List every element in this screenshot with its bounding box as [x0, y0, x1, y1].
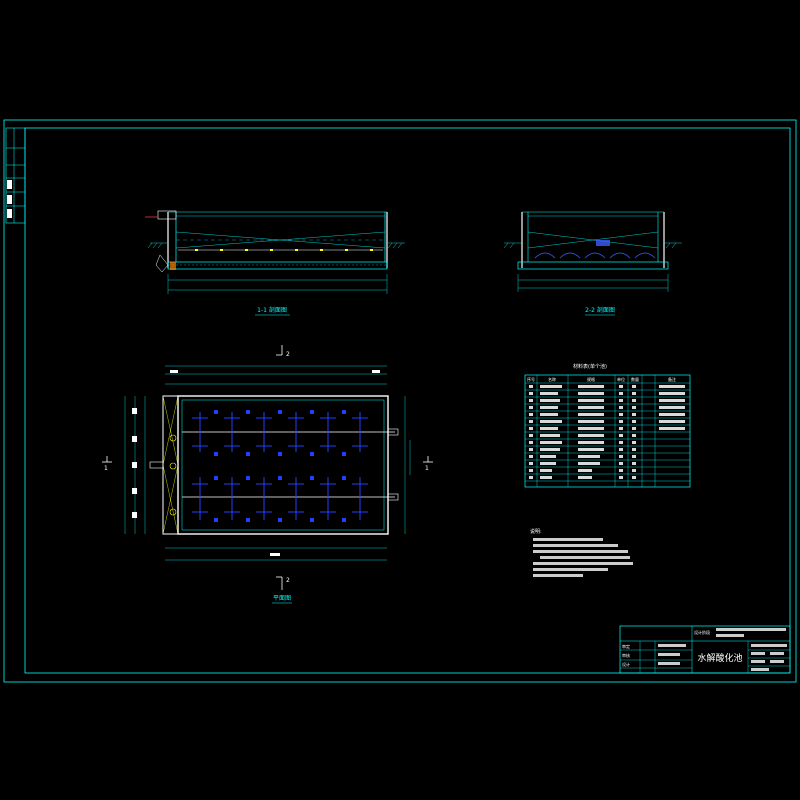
revision-strip: [5, 127, 26, 224]
table-header-name: 名称: [548, 376, 556, 382]
title-row-approve: 审定: [622, 643, 630, 649]
notes-block: 说明:: [530, 528, 633, 577]
title-row-review: 审核: [622, 652, 630, 658]
section-1-1-title: 1-1 剖面图: [257, 306, 287, 314]
table-header-unit: 单位: [617, 376, 625, 382]
section-mark-left: 1: [104, 465, 108, 472]
plan-view: 2 2 1 1 平面图: [102, 345, 433, 604]
outer-border: [3, 119, 797, 683]
inner-border: [24, 127, 791, 674]
plan-title: 平面图: [273, 595, 291, 602]
section-mark-top: 2: [286, 351, 290, 358]
table-header-note: 备注: [668, 376, 676, 382]
drawing-name: 水解酸化池: [697, 652, 742, 664]
section-2-2: 2-2 剖面图: [503, 211, 682, 316]
section-1-1: 1-1 剖面图: [145, 210, 405, 316]
section-mark-bottom: 2: [286, 577, 290, 584]
title-block: 审定 审核 设计 设计阶段 水解酸化池: [619, 625, 791, 674]
section-2-2-title: 2-2 剖面图: [585, 306, 615, 314]
materials-table: 材料表(单个池) 序号 名称 规格 单位 数量 备注: [524, 363, 691, 488]
table-header-index: 序号: [527, 376, 535, 382]
table-header-spec: 规格: [587, 376, 595, 382]
notes-heading: 说明:: [530, 528, 542, 535]
materials-table-title: 材料表(单个池): [573, 363, 607, 370]
sheet-label: 设计阶段: [694, 629, 710, 635]
section-mark-right: 1: [425, 465, 429, 472]
title-row-design: 设计: [622, 661, 630, 667]
table-header-qty: 数量: [631, 376, 639, 382]
